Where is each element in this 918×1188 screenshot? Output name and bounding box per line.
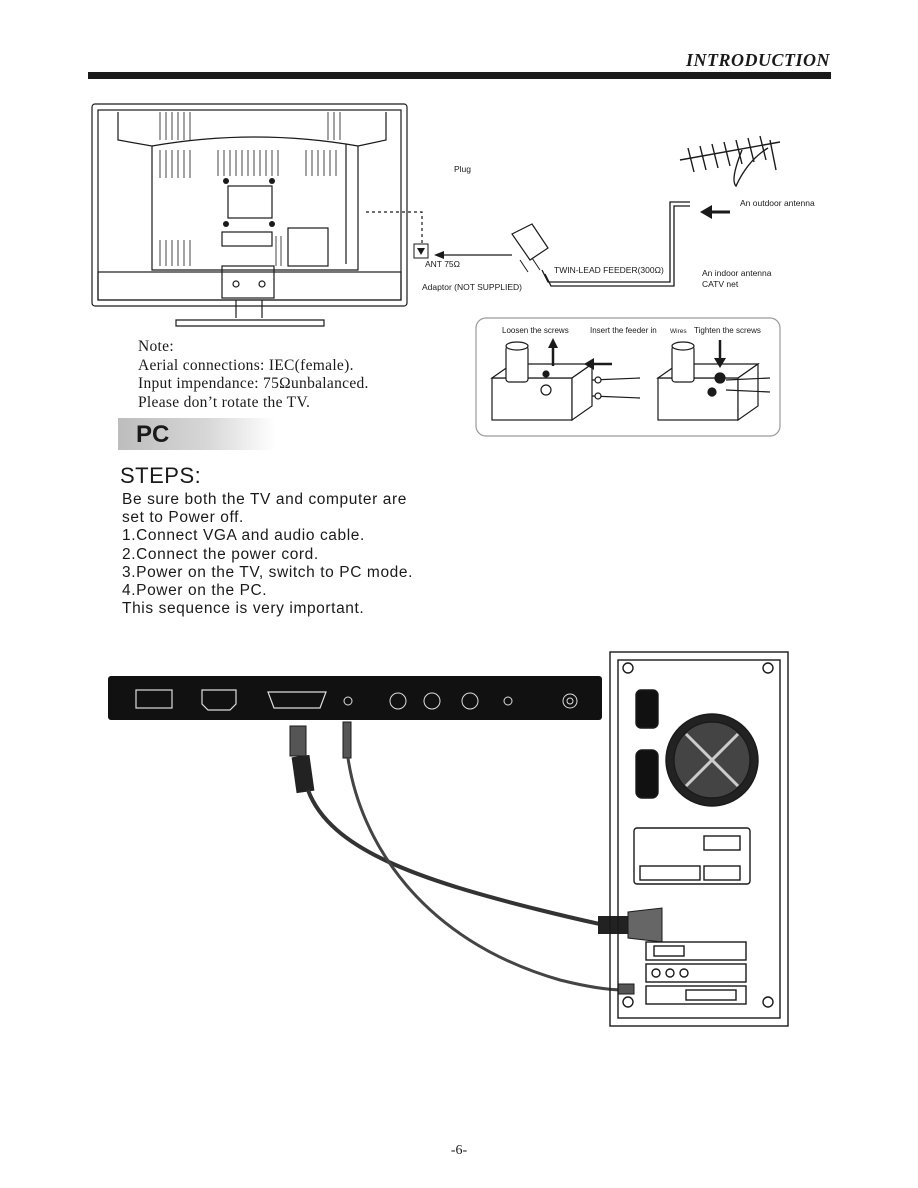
steps-list: Be sure both the TV and computer are set… bbox=[122, 491, 413, 618]
page-header-title: INTRODUCTION bbox=[685, 50, 830, 70]
step-loosen-label: Loosen the screws bbox=[502, 326, 569, 335]
ant-label: ANT 75Ω bbox=[425, 259, 461, 269]
aerial-note: Note: Aerial connections: IEC(female). I… bbox=[138, 338, 369, 412]
outdoor-antenna-icon bbox=[679, 135, 781, 188]
audio-cable bbox=[342, 721, 635, 995]
tv-rear-illustration bbox=[91, 103, 408, 327]
step-insert-label: Insert the feeder in bbox=[590, 326, 657, 335]
header-rule bbox=[88, 72, 831, 79]
plug-label: Plug bbox=[454, 164, 472, 174]
step-tighten-label: Tighten the screws bbox=[694, 326, 761, 335]
step-line: set to Power off. bbox=[122, 509, 244, 527]
step-line: 1.Connect VGA and audio cable. bbox=[122, 527, 365, 545]
twin-lead-feeder-label: TWIN-LEAD FEEDER(300Ω) bbox=[554, 265, 664, 275]
indoor-antenna-label: An indoor antenna bbox=[702, 268, 772, 278]
section-title: PC bbox=[136, 421, 170, 448]
adaptor-label: Adaptor (NOT SUPPLIED) bbox=[422, 282, 522, 292]
step-line: 4.Power on the PC. bbox=[122, 582, 268, 600]
vga-cable bbox=[289, 725, 663, 943]
tv-side-panel-illustration bbox=[108, 676, 602, 720]
steps-title: STEPS: bbox=[120, 463, 202, 488]
note-heading: Note: bbox=[138, 338, 174, 355]
note-line: Aerial connections: IEC(female). bbox=[138, 356, 354, 374]
step-line: Be sure both the TV and computer are bbox=[122, 491, 407, 508]
step-line: 3.Power on the TV, switch to PC mode. bbox=[122, 563, 414, 581]
step-line: This sequence is very important. bbox=[122, 600, 365, 618]
catv-net-label: CATV net bbox=[702, 279, 739, 289]
outdoor-antenna-label: An outdoor antenna bbox=[740, 198, 815, 208]
page-number: -6- bbox=[450, 1143, 468, 1158]
note-line: Please don’t rotate the TV. bbox=[138, 393, 311, 411]
step-wires-label: Wires bbox=[670, 328, 687, 335]
step-line: 2.Connect the power cord. bbox=[122, 545, 319, 563]
section-banner: PC bbox=[118, 418, 276, 450]
note-line: Input impendance: 75Ωunbalanced. bbox=[138, 375, 369, 392]
pc-rear-illustration bbox=[609, 651, 789, 1027]
